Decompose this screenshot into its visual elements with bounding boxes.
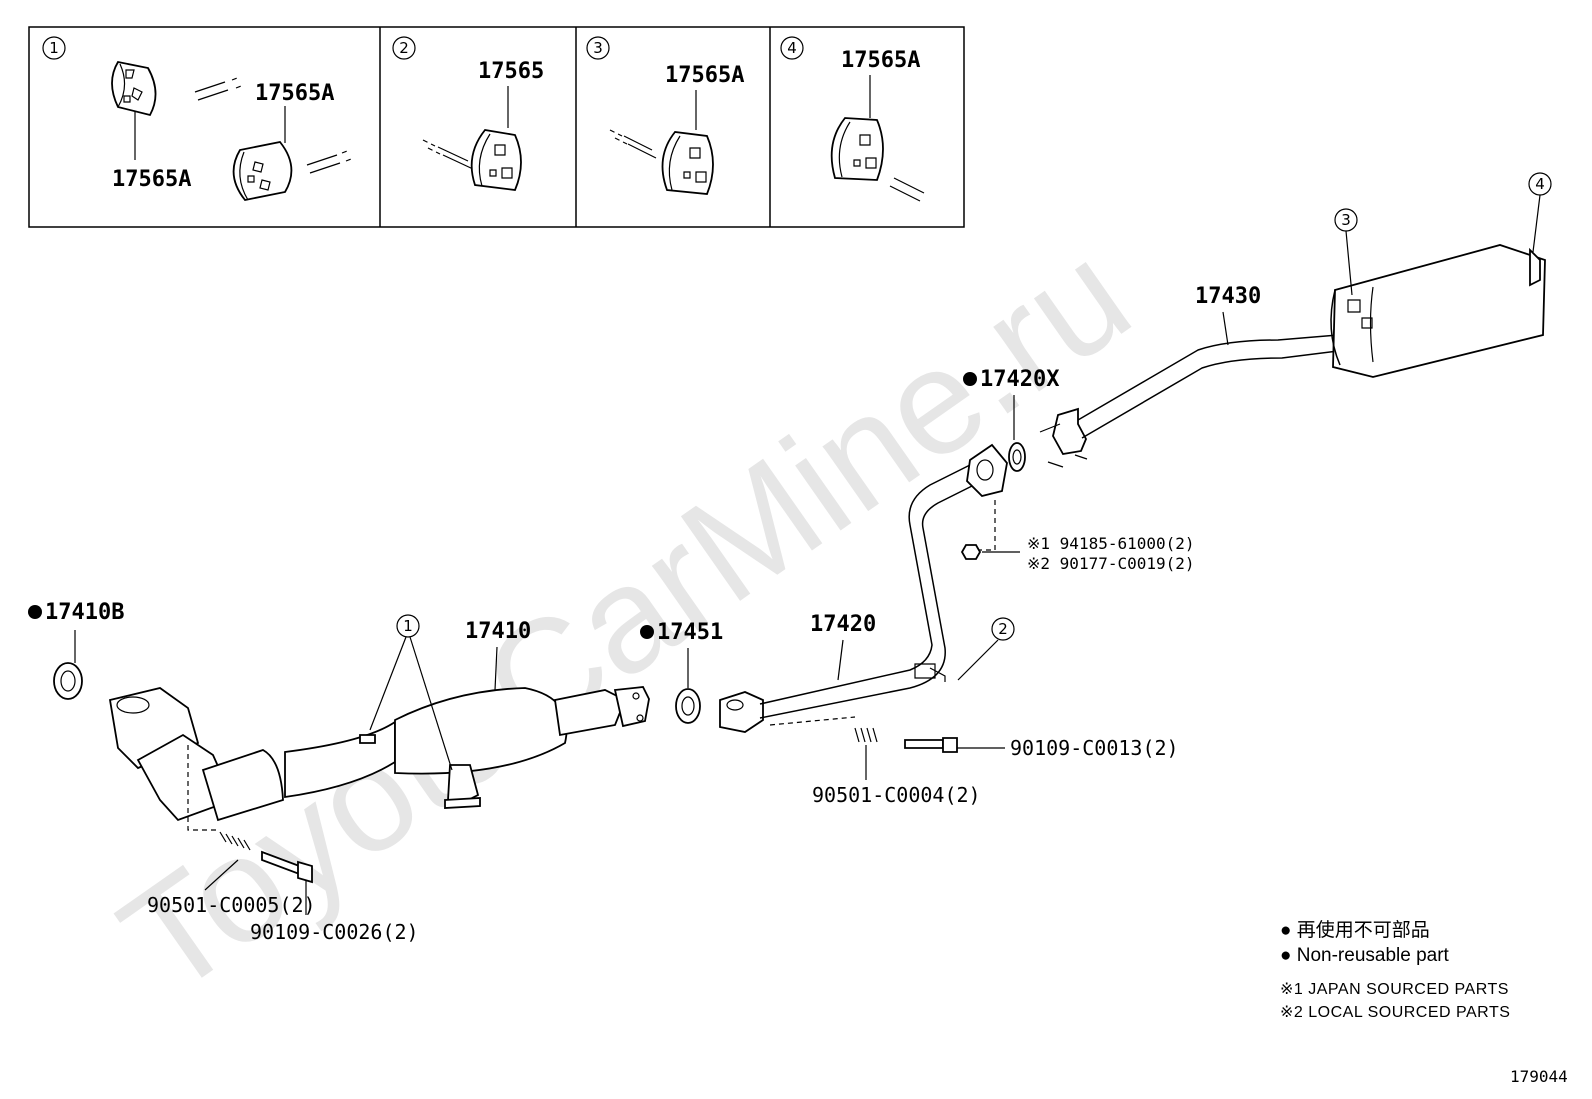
callout-number: 1: [403, 617, 413, 635]
label-90501-C0004: 90501-C0004(2): [812, 783, 981, 807]
label-17420X: 17420X: [980, 367, 1059, 392]
legend-japan-sourced: ※1 JAPAN SOURCED PARTS: [1280, 981, 1509, 998]
legend-japanese: ● 再使用不可部品: [1280, 919, 1430, 941]
non-reusable-dot: [963, 372, 977, 386]
spring-icon: [219, 831, 251, 851]
panel-number: 2: [399, 39, 409, 57]
bolt-icon: [904, 737, 958, 753]
inset-panel-1: 1 17565A 17565A: [42, 36, 355, 201]
callout-1: [396, 614, 420, 638]
inset-panels: 1 17565A 17565A 2 17565: [28, 26, 965, 228]
gasket-icon: [1008, 442, 1026, 472]
spring-icon: [854, 727, 878, 743]
hanger-rubber-icon: [661, 131, 714, 195]
inset-panel-2: 2 17565: [392, 36, 544, 191]
note-local-nut: ※2 90177-C0019(2): [1027, 554, 1195, 573]
hanger-rubber-icon: [232, 141, 293, 201]
note-japan-nut: ※1 94185-61000(2): [1027, 534, 1195, 553]
legend-non-reusable: ● Non-reusable part: [1280, 945, 1450, 966]
label-17420: 17420: [810, 612, 876, 637]
non-reusable-dot: [640, 625, 654, 639]
catalytic-converter-icon: [108, 686, 650, 822]
callout-number: 2: [998, 620, 1008, 638]
callout-number: 3: [1341, 211, 1351, 229]
legend-local-sourced: ※2 LOCAL SOURCED PARTS: [1280, 1004, 1510, 1021]
bolt-icon: [261, 850, 313, 884]
panel-number: 1: [49, 39, 59, 57]
label-17451: 17451: [657, 620, 723, 645]
label-17410: 17410: [465, 619, 531, 644]
intermediate-pipe-icon: [719, 443, 1008, 733]
gasket-icon: [675, 688, 701, 724]
part-label: 17565A: [665, 63, 744, 88]
part-label: 17565: [478, 59, 544, 84]
label-90501-C0005: 90501-C0005(2): [147, 893, 316, 917]
nut-icon: [960, 544, 982, 560]
part-label: 17565A: [112, 167, 191, 192]
inset-panel-3: 3 17565A: [586, 36, 744, 195]
hanger-rubber-icon: [830, 117, 884, 181]
diagram-id: 179044: [1510, 1067, 1568, 1086]
panel-number: 3: [593, 39, 603, 57]
part-label: 17565A: [841, 48, 920, 73]
non-reusable-dot: [28, 605, 42, 619]
hanger-rubber-icon: [111, 60, 157, 117]
inset-panel-4: 4 17565A: [780, 36, 925, 202]
part-label: 17565A: [255, 81, 334, 106]
gasket-icon: [53, 662, 83, 700]
panel-number: 4: [787, 39, 797, 57]
label-90109-C0026: 90109-C0026(2): [250, 920, 419, 944]
hanger-rubber-icon: [470, 129, 522, 191]
label-90109-C0013: 90109-C0013(2): [1010, 736, 1179, 760]
legend: ● 再使用不可部品 ● Non-reusable part ※1 JAPAN S…: [1280, 919, 1510, 1021]
callout-2: [991, 617, 1015, 641]
callout-number: 4: [1535, 175, 1545, 193]
label-17430: 17430: [1195, 284, 1261, 309]
tailpipe-muffler-icon: [1039, 244, 1546, 468]
label-17410B: 17410B: [45, 600, 124, 625]
